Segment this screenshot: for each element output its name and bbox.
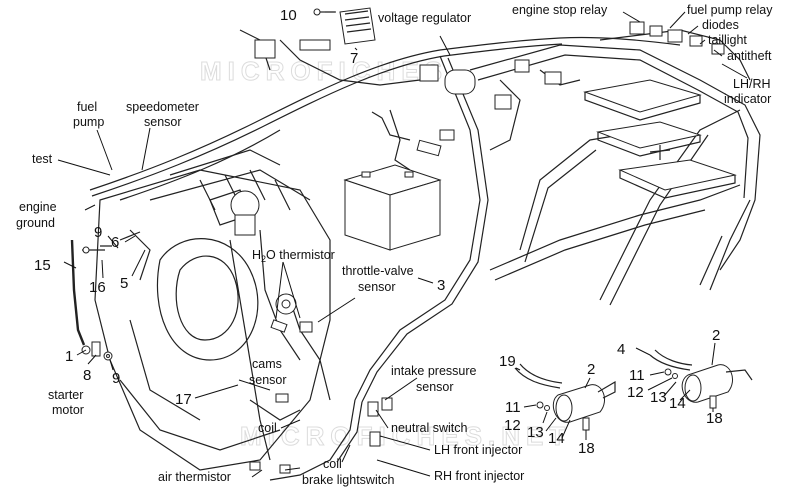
part-number-13-left: 13 xyxy=(527,424,544,441)
part-number-3: 3 xyxy=(437,277,445,294)
part-number-8: 8 xyxy=(83,367,91,384)
part-number-14-left: 14 xyxy=(548,430,565,447)
wiring-harness xyxy=(89,29,751,481)
part-number-11-left: 11 xyxy=(505,399,521,416)
label-cams-line2: sensor xyxy=(249,373,287,387)
part-number-6: 6 xyxy=(111,234,119,251)
voltage-regulator-drawing xyxy=(299,7,376,51)
part-number-4: 4 xyxy=(617,341,625,358)
label-starter-line1: starter xyxy=(48,388,83,402)
part-number-7: 7 xyxy=(350,50,358,67)
part-number-14-right: 14 xyxy=(669,395,686,412)
label-test: test xyxy=(32,152,53,166)
part-number-13-right: 13 xyxy=(650,389,667,406)
label-throttle-line2: sensor xyxy=(358,280,396,294)
leader-lines xyxy=(57,11,748,478)
part-number-1: 1 xyxy=(65,348,73,365)
label-speedometer-line1: speedometer xyxy=(126,100,199,114)
part-number-16: 16 xyxy=(89,279,106,296)
label-throttle-line1: throttle-valve xyxy=(342,264,414,278)
part-number-11-right: 11 xyxy=(629,367,645,384)
part-number-19: 19 xyxy=(499,353,516,370)
part-number-2-right: 2 xyxy=(712,327,720,344)
right-ignition-coil-drawing xyxy=(649,349,753,409)
label-fuel-pump-line1: fuel xyxy=(77,100,97,114)
label-intake-line1: intake pressure xyxy=(391,364,477,378)
rear-frame-drawing xyxy=(469,44,761,306)
label-air-thermistor: air thermistor xyxy=(158,470,231,484)
harness-connectors xyxy=(254,21,725,157)
battery-drawing xyxy=(343,164,442,251)
label-coil-left: coil xyxy=(258,421,277,435)
label-lh-rh-line2: indicator xyxy=(724,92,771,106)
part-numbers: 10 7 9 6 15 16 5 3 1 8 9 17 19 2 11 12 1… xyxy=(34,7,723,457)
label-fuel-pump-relay: fuel pump relay xyxy=(687,3,773,17)
part-number-15: 15 xyxy=(34,257,51,274)
label-engine-ground-line2: ground xyxy=(16,216,55,230)
part-number-17: 17 xyxy=(175,391,192,408)
label-antitheft: antitheft xyxy=(727,49,772,63)
component-labels: voltage regulator engine stop relay fuel… xyxy=(16,3,773,487)
part-number-12-right: 12 xyxy=(627,384,644,401)
label-taillight: taillight xyxy=(708,33,747,47)
part-number-10: 10 xyxy=(280,7,297,24)
part-number-2-left: 2 xyxy=(587,361,595,378)
label-starter-line2: motor xyxy=(52,403,84,417)
part-number-18-right: 18 xyxy=(706,410,723,427)
label-h2o-thermistor: H2O thermistor xyxy=(252,248,335,264)
part-number-12-left: 12 xyxy=(504,417,521,434)
label-lh-rh-line1: LH/RH xyxy=(733,77,771,91)
label-cams-line1: cams xyxy=(252,357,282,371)
label-brake-lightswitch: brake lightswitch xyxy=(302,473,394,487)
label-diodes: diodes xyxy=(702,18,739,32)
part-number-5: 5 xyxy=(120,275,128,292)
label-lh-front-injector: LH front injector xyxy=(434,443,522,457)
label-coil-bottom: coil xyxy=(323,457,342,471)
engine-drawing xyxy=(94,149,393,474)
label-engine-ground-line1: engine xyxy=(19,200,57,214)
label-neutral-switch: neutral switch xyxy=(391,421,467,435)
label-intake-line2: sensor xyxy=(416,380,454,394)
starter-cable-drawing xyxy=(70,231,141,361)
label-voltage-regulator: voltage regulator xyxy=(378,11,471,25)
part-number-9-upper: 9 xyxy=(94,224,102,241)
label-fuel-pump-line2: pump xyxy=(73,115,104,129)
part-number-18-left: 18 xyxy=(578,440,595,457)
label-engine-stop-relay: engine stop relay xyxy=(512,3,608,17)
label-rh-front-injector: RH front injector xyxy=(434,469,524,483)
watermark-bottom: MICROFICHES.NET xyxy=(240,421,571,451)
left-ignition-coil-drawing xyxy=(514,363,616,431)
label-speedometer-line2: sensor xyxy=(144,115,182,129)
part-number-9-lower: 9 xyxy=(112,370,120,387)
